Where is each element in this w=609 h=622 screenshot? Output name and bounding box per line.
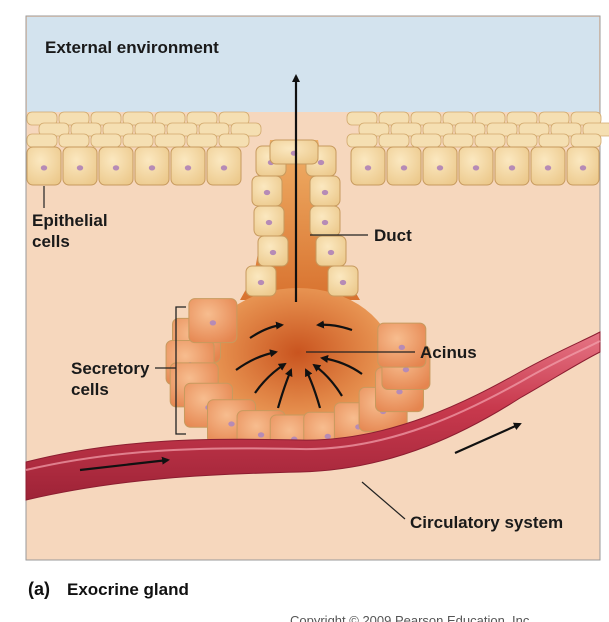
epithelial-cell [62,146,98,186]
secretory-label-line2: cells [71,380,109,399]
secretory-bracket [175,306,186,435]
external-environment-label: External environment [45,38,219,57]
nucleus [209,320,217,326]
nucleus [269,249,277,256]
nucleus [321,189,329,196]
nucleus [148,165,156,171]
epithelial-cell [170,146,206,186]
nucleus [396,389,403,395]
nucleus [263,189,271,196]
secretory-cell [188,298,238,344]
epithelial-cell [386,146,422,186]
epithelial-cell [422,146,458,186]
duct-cell [251,175,283,207]
secretory-cells [165,298,431,460]
nucleus [184,165,192,171]
epithelial-cell [458,146,494,186]
circulatory-system-label: Circulatory system [410,513,563,532]
nucleus [400,165,408,171]
epithelial-cell-top [410,133,442,148]
nucleus [472,165,480,171]
duct-cell [269,139,319,165]
circulatory-leader [361,481,406,520]
epithelial-cell-top [474,133,506,148]
epithelial-cell-top [346,133,378,148]
nucleus [364,165,372,171]
epithelial-cell-top [378,133,410,148]
epithelial-label-line1: Epithelial [32,211,108,230]
nucleus [220,165,228,171]
nucleus [324,433,331,440]
epithelial-cell-top [26,133,58,148]
epithelial-cell-row [26,146,600,186]
nucleus [257,279,265,286]
epithelial-cell [134,146,170,186]
epithelial-cell-top [90,133,122,148]
nucleus [257,432,265,438]
nucleus [40,165,48,171]
duct-cell [327,265,359,297]
nucleus [321,219,329,226]
epithelial-cell [206,146,242,186]
caption-tag: (a) [28,579,50,599]
epithelial-cell-top [442,133,474,148]
epithelial-cell [98,146,134,186]
nucleus [398,344,406,350]
duct-cell [309,205,341,237]
epithelial-cell-top [570,133,602,148]
epithelium-back-rows [26,111,609,148]
nucleus [76,165,84,171]
secretory-cell [377,322,427,368]
epithelial-cell [26,146,62,186]
epithelial-cell [530,146,566,186]
nucleus [228,421,235,427]
epithelial-cell-top [154,133,186,148]
epithelial-cell-top [58,133,90,148]
epithelial-cell [566,146,600,186]
blood-flow-arrow-icon [79,422,522,472]
acinus-lumen [203,288,393,432]
nucleus [112,165,120,171]
epithelial-label-line2: cells [32,232,70,251]
nucleus [327,249,335,256]
epithelial-cell [494,146,530,186]
duct-cell [309,175,341,207]
nucleus [508,165,516,171]
caption-title: Exocrine gland [67,580,189,599]
duct-label: Duct [374,226,412,245]
duct-cell [245,265,277,297]
epithelial-cell-top [122,133,154,148]
epithelial-cell-top [506,133,538,148]
epithelial-cell-top [538,133,570,148]
external-environment-area [27,17,599,112]
epithelial-cell [350,146,386,186]
copyright-text: Copyright © 2009 Pearson Education, Inc. [290,613,533,622]
duct-cell [257,235,289,267]
epithelial-cell-top [218,133,250,148]
secretory-label-line1: Secretory [71,359,150,378]
epithelial-cell-top [186,133,218,148]
acinus-label: Acinus [420,343,477,362]
nucleus [544,165,552,171]
nucleus [579,165,587,171]
duct-cell [253,205,285,237]
duct-cell [315,235,347,267]
secretion-arrow-icon [235,74,363,409]
nucleus [317,159,325,166]
nucleus [402,367,410,373]
nucleus [339,279,347,286]
nucleus [265,219,273,226]
nucleus [436,165,444,171]
